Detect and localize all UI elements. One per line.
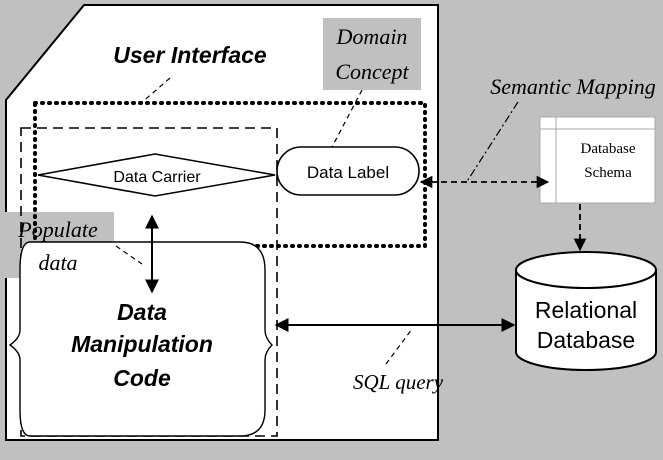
semantic-mapping-leader xyxy=(465,101,519,184)
domain-concept-leader xyxy=(331,89,363,148)
user-interface-title: User Interface xyxy=(113,42,267,68)
relational-database-label-line1: Relational xyxy=(535,297,637,323)
data-carrier-diamond xyxy=(37,153,276,197)
semantic-mapping-label: Semantic Mapping xyxy=(490,74,656,99)
database-schema-label-line2: Schema xyxy=(584,165,632,181)
sql-query-leader xyxy=(385,328,413,365)
populate-data-label-line1: Populate xyxy=(17,217,98,242)
domain-concept-label-line1: Domain xyxy=(336,24,408,49)
code-label-line1: Data xyxy=(117,299,167,325)
domain-concept-label-box xyxy=(323,18,421,90)
data-label-text: Data Label xyxy=(307,163,389,182)
relational-database-cylinder xyxy=(515,251,657,371)
data-label-box xyxy=(276,146,420,196)
domain-concept-label-line2: Concept xyxy=(335,59,409,84)
code-label-line2: Manipulation xyxy=(71,331,213,357)
database-schema-table xyxy=(539,116,656,204)
data-carrier-label: Data Carrier xyxy=(113,169,201,186)
ui-title-leader xyxy=(139,77,171,105)
sql-query-label: SQL query xyxy=(353,370,444,394)
relational-database-label-line2: Database xyxy=(537,327,635,353)
populate-data-label-line2: data xyxy=(38,250,77,275)
code-label-line3: Code xyxy=(113,365,171,391)
database-schema-label-line1: Database xyxy=(581,141,636,157)
code-brace-region xyxy=(8,241,273,437)
